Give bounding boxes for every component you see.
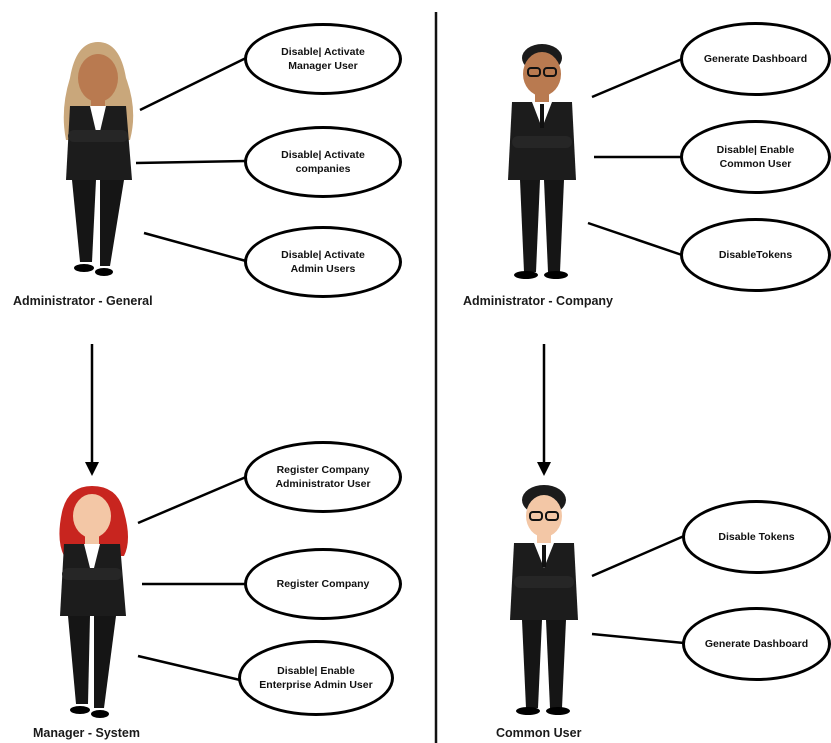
connector-line: [591, 632, 685, 645]
connector-line: [143, 231, 247, 263]
connector-line: [137, 475, 247, 525]
admin-general-avatar-icon: [63, 42, 134, 276]
connector-line: [137, 654, 241, 682]
action-bubble: Disable| Activate Manager User: [244, 23, 402, 95]
arrow-admin-general-to-manager: [85, 344, 99, 476]
manager-system-avatar-icon: [59, 486, 128, 718]
role-label-common-user: Common User: [496, 726, 582, 740]
connector-line: [591, 57, 683, 99]
action-bubble: Disable| Enable Common User: [680, 120, 831, 194]
connector-line: [139, 56, 247, 112]
action-bubble: Register Company Administrator User: [244, 441, 402, 513]
role-label-admin-company: Administrator - Company: [463, 294, 614, 308]
role-label-admin-general: Administrator - General: [13, 294, 153, 308]
role-label-manager-system: Manager - System: [33, 726, 140, 740]
common-user-avatar-icon: [510, 485, 578, 715]
connector-line: [587, 221, 683, 257]
arrow-admin-company-to-common: [537, 344, 551, 476]
action-bubble: Register Company: [244, 548, 402, 620]
action-bubble: Generate Dashboard: [680, 22, 831, 96]
connector-line: [591, 534, 685, 578]
action-bubble: Disable Tokens: [682, 500, 831, 574]
action-bubble: Disable| Enable Enterprise Admin User: [238, 640, 394, 716]
admin-company-avatar-icon: [508, 44, 576, 279]
action-bubble: Disable| Activate Admin Users: [244, 226, 402, 298]
action-bubble: DisableTokens: [680, 218, 831, 292]
action-bubble: Disable| Activate companies: [244, 126, 402, 198]
action-bubble: Generate Dashboard: [682, 607, 831, 681]
connector-line: [135, 159, 247, 165]
